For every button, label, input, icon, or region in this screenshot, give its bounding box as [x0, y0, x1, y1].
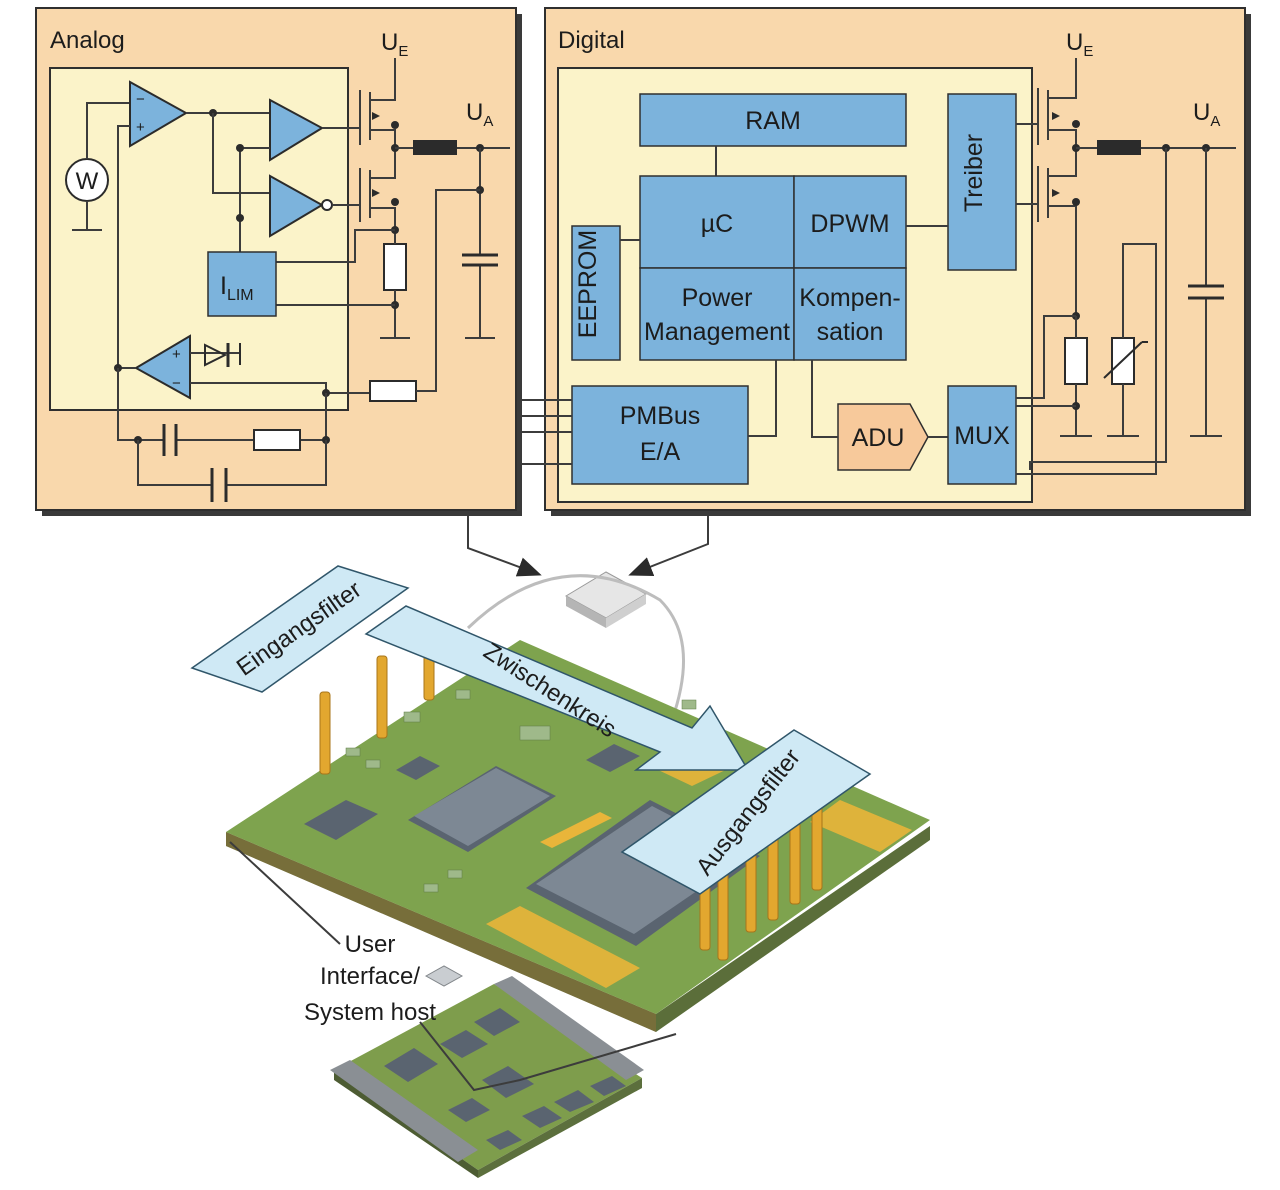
eeprom-block: EEPROM — [571, 225, 621, 361]
digital-mosfet-high-icon — [1016, 58, 1077, 148]
mosfet-high-icon — [359, 58, 396, 148]
inductor-icon — [413, 140, 457, 155]
ram-block: RAM — [639, 93, 907, 147]
svg-text:Power: Power — [682, 284, 753, 312]
svg-text:Treiber: Treiber — [960, 134, 988, 212]
dpwm-block: DPWM — [793, 175, 907, 269]
analog-ua-label: UA — [466, 99, 493, 130]
reference-diode-icon — [204, 343, 241, 367]
digital-title: Digital — [558, 27, 625, 54]
user-interface-label-3: System host — [304, 999, 436, 1026]
svg-text:E/A: E/A — [640, 438, 681, 466]
svg-text:+: + — [136, 119, 145, 136]
svg-text:ADU: ADU — [852, 424, 905, 452]
digital-mosfet-low-icon — [1016, 148, 1077, 316]
uc-block: µC — [639, 175, 795, 269]
comp-resistor-icon — [253, 429, 301, 451]
adu-block: ADU — [837, 403, 929, 471]
user-interface-label-2: Interface/ — [320, 963, 420, 990]
analog-panel: Analog W − + — [35, 7, 522, 516]
comp-capacitor-1-icon — [162, 424, 178, 456]
output-pins-icon — [699, 805, 823, 961]
arrow-digital-to-chip — [628, 516, 709, 576]
gate-inverter-icon — [269, 174, 333, 238]
svg-text:Management: Management — [644, 318, 790, 346]
controller-chip-icon — [564, 571, 648, 628]
svg-text:sation: sation — [817, 318, 884, 346]
kompensation-block: Kompen- sation — [793, 267, 907, 361]
digital-ua-label: UA — [1193, 99, 1220, 130]
user-interface-label-1: User — [345, 931, 396, 958]
svg-text:PMBus: PMBus — [620, 402, 701, 430]
svg-text:ILIM: ILIM — [220, 272, 254, 304]
analog-ue-label: UE — [381, 29, 408, 60]
input-pins-icon — [319, 649, 435, 775]
digital-panel: Digital RAM µC DPWM Power Management Kom… — [522, 7, 1251, 516]
svg-text:−: − — [136, 91, 145, 108]
main-ic-icon — [408, 766, 556, 852]
digital-inductor-icon — [1097, 140, 1141, 155]
svg-text:Kompen-: Kompen- — [799, 284, 900, 312]
system-host-card — [330, 965, 644, 1178]
svg-text:W: W — [76, 168, 99, 195]
svg-text:MUX: MUX — [954, 422, 1010, 450]
mux-block: MUX — [947, 385, 1017, 485]
host-chip-icon — [424, 965, 464, 987]
chip-arc — [466, 574, 686, 721]
svg-text:DPWM: DPWM — [810, 210, 889, 238]
svg-text:+: + — [172, 346, 181, 363]
user-interface-leader-1 — [229, 841, 341, 945]
svg-text:EEPROM: EEPROM — [574, 230, 602, 338]
treiber-block: Treiber — [947, 93, 1017, 271]
shunt-resistor-icon — [383, 243, 407, 291]
power-management-block: Power Management — [639, 267, 795, 361]
output-capacitor-icon — [462, 253, 498, 267]
digital-output-capacitor-icon — [1188, 284, 1224, 300]
comp-capacitor-2-icon — [210, 468, 228, 502]
pmbus-block: PMBus E/A — [571, 385, 749, 485]
opamp-feedback-icon: + − — [133, 334, 191, 400]
digital-ue-label: UE — [1066, 29, 1093, 60]
digital-shunt-icon — [1064, 337, 1088, 385]
svg-text:RAM: RAM — [745, 107, 801, 135]
ilim-block: ILIM — [207, 251, 277, 317]
mosfet-low-icon — [359, 148, 396, 240]
gate-buffer-icon — [269, 98, 325, 162]
feedback-resistor-icon — [369, 380, 417, 402]
svg-text:−: − — [172, 375, 181, 392]
meter-icon: W — [65, 158, 109, 202]
opamp-1-icon: − + — [129, 80, 189, 148]
svg-text:µC: µC — [701, 210, 733, 238]
arrow-analog-to-chip — [467, 516, 542, 577]
analog-title: Analog — [50, 27, 125, 54]
user-interface-leader-2 — [419, 1021, 677, 1092]
power-module-board — [226, 640, 930, 1032]
